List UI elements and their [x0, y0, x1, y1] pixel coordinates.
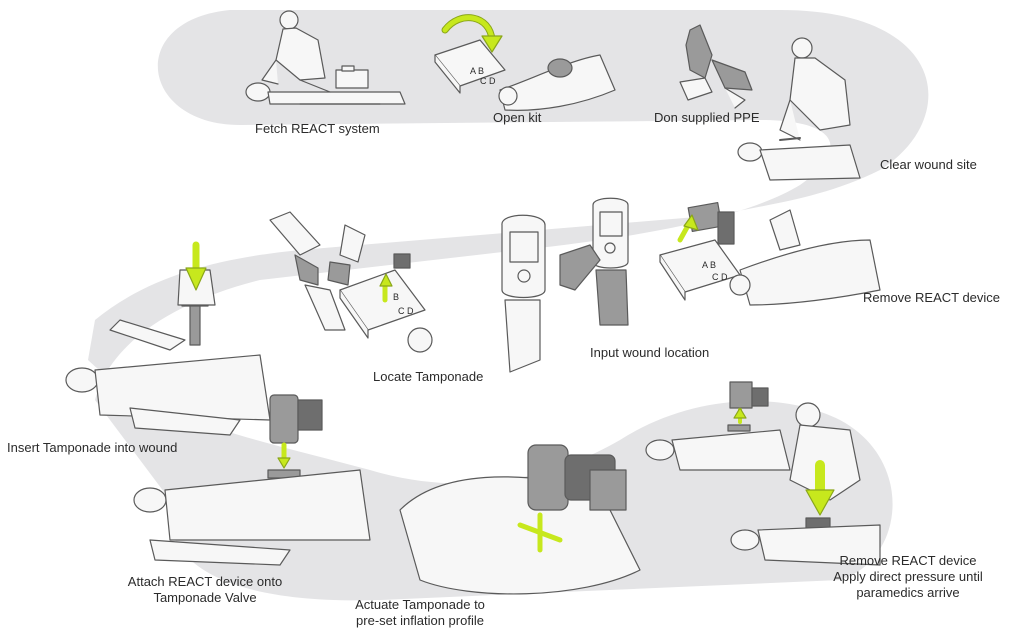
- svg-text:B: B: [393, 292, 399, 302]
- step-label-actuate-tamponade: Actuate Tamponade to pre-set inflation p…: [355, 597, 485, 628]
- step-label-don-ppe: Don supplied PPE: [654, 110, 760, 125]
- svg-text:C D: C D: [398, 306, 414, 316]
- step-label-open-kit: Open kit: [493, 110, 542, 125]
- illustration-don-ppe: [679, 24, 753, 109]
- illustration-clear-wound-site: [737, 37, 861, 181]
- step-label-insert-tamponade: Insert Tamponade into wound: [7, 440, 178, 455]
- step-label-clear-wound-site: Clear wound site: [880, 157, 977, 172]
- illustration-remove-react-device: A B C D: [659, 201, 881, 306]
- step-label-fetch-react-system: Fetch REACT system: [255, 121, 380, 136]
- illustration-open-kit: A B C D: [434, 14, 616, 111]
- illustration-locate-tamponade: B C D: [269, 211, 433, 353]
- step-label-locate-tamponade: Locate Tamponade: [373, 369, 484, 384]
- illustration-apply-direct-pressure: [645, 381, 881, 566]
- illustration-input-wound-location: [501, 197, 629, 373]
- step-label-remove-react-device: Remove REACT device: [863, 290, 1001, 305]
- svg-text:C D: C D: [480, 76, 496, 86]
- illustration-actuate-tamponade: [399, 444, 641, 595]
- step-label-apply-direct-pressure: Remove REACT device Apply direct pressur…: [833, 553, 983, 600]
- svg-text:C D: C D: [712, 272, 728, 282]
- svg-text:A B: A B: [470, 66, 484, 76]
- illustration-insert-tamponade: [65, 241, 271, 436]
- illustration-fetch-react-system: [245, 10, 406, 105]
- illustration-attach-device: [133, 394, 371, 566]
- svg-text:A B: A B: [702, 260, 716, 270]
- step-label-attach-react-device: Attach REACT device onto Tamponade Valve: [127, 574, 283, 605]
- step-label-input-wound-location: Input wound location: [590, 345, 710, 360]
